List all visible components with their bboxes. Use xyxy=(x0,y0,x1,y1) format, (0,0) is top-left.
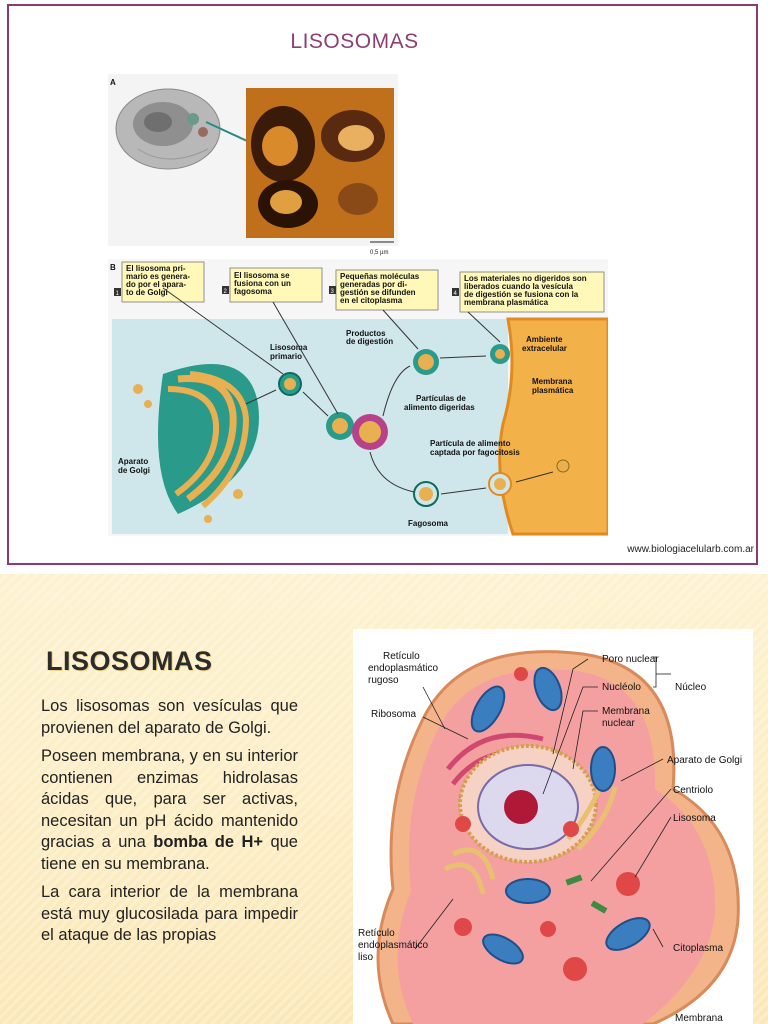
label-lisosoma: Lisosoma xyxy=(673,813,716,824)
label-membrana-nuclear-2: nuclear xyxy=(602,718,635,729)
label-nucleo: Núcleo xyxy=(675,682,707,693)
label-fagosoma: Fagosoma xyxy=(408,519,449,528)
step-box-2: 2 El lisosoma se fusiona con un fagosoma xyxy=(222,267,323,303)
svg-text:en el citoplasma: en el citoplasma xyxy=(340,296,403,305)
step-box-1: 1 El lisosoma pri- mario es genera- do p… xyxy=(114,261,205,303)
label-membrana: Membrana xyxy=(675,1013,723,1024)
label-products-2: de digestión xyxy=(346,337,393,346)
label-particulas-2: alimento digeridas xyxy=(404,403,475,412)
paragraph-2: Poseen membrana, y en su interior contie… xyxy=(41,747,298,873)
bold-term: bomba de H+ xyxy=(153,833,264,851)
animal-cell-diagram: Retículo endoplasmático rugoso Ribosoma … xyxy=(353,629,753,1024)
label-golgi-2: de Golgi xyxy=(118,466,150,475)
label-rer-3: rugoso xyxy=(368,675,399,686)
source-credit: www.biologiacelularb.com.ar xyxy=(627,544,754,555)
cell-3d-illustration xyxy=(115,88,221,170)
svg-text:2: 2 xyxy=(224,289,228,295)
paragraph-3: La cara interior de la membrana está muy… xyxy=(41,883,298,944)
slide-2: LISOSOMAS Los lisosomas son vesículas qu… xyxy=(0,574,768,1024)
label-lysosome-2: primario xyxy=(270,352,302,361)
svg-text:fagosoma: fagosoma xyxy=(234,287,272,296)
label-nucleolo: Nucléolo xyxy=(602,682,641,693)
label-poro-nuclear: Poro nuclear xyxy=(602,654,659,665)
svg-text:de digestión se fusiona con la: de digestión se fusiona con la xyxy=(464,290,579,299)
label-centriolo: Centriolo xyxy=(673,785,713,796)
step-box-4: 4 Los materiales no digeridos son libera… xyxy=(452,271,605,313)
label-rel-1: Retículo xyxy=(358,928,395,939)
label-rel-2: endoplasmático xyxy=(358,940,428,951)
label-products-1: Productos xyxy=(346,329,386,338)
label-membrana-1: Membrana xyxy=(532,377,573,386)
slide-body-text: Los lisosomas son vesículas que proviene… xyxy=(41,696,298,954)
label-ambiente-2: extracelular xyxy=(522,344,567,353)
svg-text:liberados cuando la vesícula: liberados cuando la vesícula xyxy=(464,282,573,291)
step-box-3: Pequeñas moléculas generadas por di- ges… xyxy=(329,269,439,311)
svg-text:El lisosoma pri-: El lisosoma pri- xyxy=(126,264,186,273)
label-golgi-1: Aparato xyxy=(118,457,148,466)
label-particulas-1: Partículas de xyxy=(416,394,466,403)
label-ribosoma: Ribosoma xyxy=(371,709,416,720)
svg-text:4: 4 xyxy=(454,291,458,297)
svg-text:fusiona con un: fusiona con un xyxy=(234,279,291,288)
svg-text:El lisosoma se: El lisosoma se xyxy=(234,271,290,280)
label-rer-1: Retículo xyxy=(383,651,420,662)
scale-label: 0,5 µm xyxy=(370,250,388,256)
svg-text:mario es genera-: mario es genera- xyxy=(126,272,190,281)
label-membrana-2: plasmática xyxy=(532,386,574,395)
panel-a-label: A xyxy=(110,78,116,87)
label-rel-3: liso xyxy=(358,952,373,963)
svg-text:1: 1 xyxy=(116,291,120,297)
svg-text:generadas por di-: generadas por di- xyxy=(340,280,407,289)
svg-text:membrana plasmática: membrana plasmática xyxy=(464,298,549,307)
panel-b-label: B xyxy=(110,263,116,272)
label-rer-2: endoplasmático xyxy=(368,663,438,674)
label-citoplasma: Citoplasma xyxy=(673,943,723,954)
svg-text:Los materiales no digeridos so: Los materiales no digeridos son xyxy=(464,274,587,283)
label-captada-1: Partícula de alimento xyxy=(430,439,511,448)
slide-heading: LISOSOMAS xyxy=(46,646,213,676)
slide-title: LISOSOMAS xyxy=(290,30,419,53)
slide-1: LISOSOMAS A 0,5 µm B xyxy=(7,4,758,565)
label-ambiente-1: Ambiente xyxy=(526,335,563,344)
svg-text:do por el apara-: do por el apara- xyxy=(126,280,186,289)
svg-text:Pequeñas moléculas: Pequeñas moléculas xyxy=(340,272,420,281)
golgi-apparatus xyxy=(133,364,259,523)
svg-text:gestión se difunden: gestión se difunden xyxy=(340,288,416,297)
micrograph xyxy=(246,88,394,238)
label-membrana-nuclear-1: Membrana xyxy=(602,706,650,717)
label-lysosome-1: Lisosoma xyxy=(270,343,308,352)
svg-text:to de Golgi: to de Golgi xyxy=(126,288,168,297)
lysosome-process-figure: A 0,5 µm B xyxy=(108,74,608,536)
paragraph-1: Los lisosomas son vesículas que proviene… xyxy=(41,697,298,737)
svg-text:3: 3 xyxy=(331,289,335,295)
label-captada-2: captada por fagocitosis xyxy=(430,448,520,457)
label-aparato-golgi: Aparato de Golgi xyxy=(667,755,742,766)
